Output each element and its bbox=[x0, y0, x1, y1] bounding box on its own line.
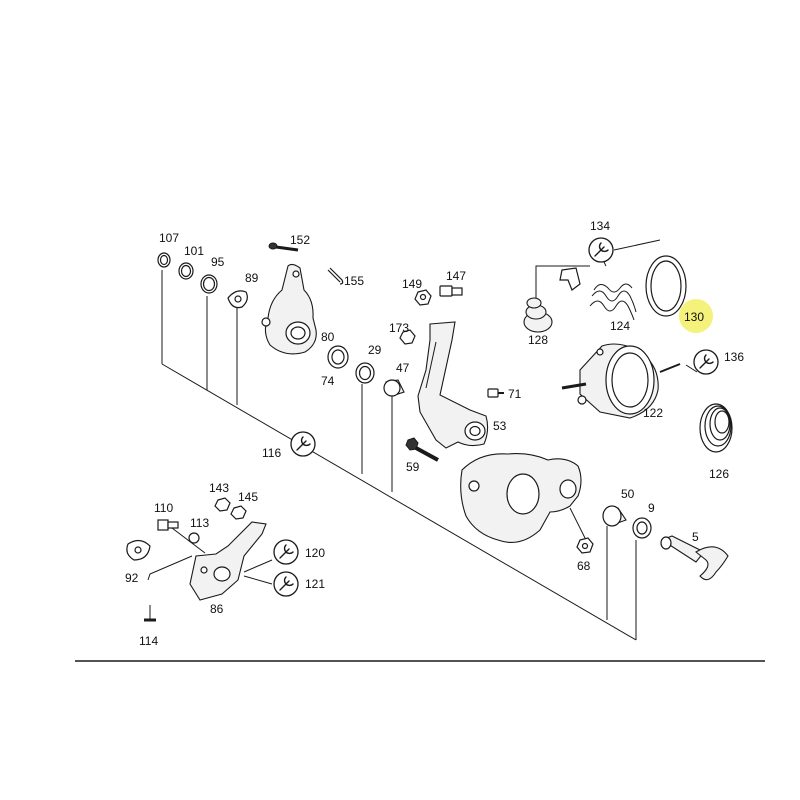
label-143[interactable]: 143 bbox=[209, 481, 229, 495]
wrench-icon bbox=[588, 237, 614, 263]
label-80[interactable]: 80 bbox=[321, 330, 335, 344]
label-147[interactable]: 147 bbox=[446, 269, 466, 283]
part-152-bolt bbox=[268, 242, 299, 252]
part-101-ring bbox=[178, 262, 194, 280]
label-9[interactable]: 9 bbox=[648, 501, 655, 515]
part-113-washer bbox=[188, 532, 200, 544]
label-136[interactable]: 136 bbox=[724, 350, 744, 364]
part-110-bolt bbox=[157, 519, 179, 531]
label-59[interactable]: 59 bbox=[406, 460, 420, 474]
label-53[interactable]: 53 bbox=[493, 419, 507, 433]
part-107-oring bbox=[157, 252, 171, 268]
label-134[interactable]: 134 bbox=[590, 219, 610, 233]
part-59-bolt bbox=[405, 437, 439, 462]
part-9-seal bbox=[632, 517, 652, 539]
part-86-lever bbox=[189, 521, 267, 601]
label-173[interactable]: 173 bbox=[389, 321, 409, 335]
part-74-washer bbox=[327, 345, 349, 369]
wrench-icon bbox=[273, 571, 299, 597]
label-128[interactable]: 128 bbox=[528, 333, 548, 347]
part-124-spring bbox=[589, 283, 637, 321]
part-80-slack-adjuster bbox=[261, 263, 317, 355]
part-155-cotter-pin bbox=[327, 267, 344, 285]
part-housing-casting bbox=[460, 453, 582, 543]
label-29[interactable]: 29 bbox=[368, 343, 382, 357]
wrench-icon bbox=[273, 539, 299, 565]
part-145-nut bbox=[230, 505, 247, 520]
wrench-icon bbox=[693, 349, 719, 375]
part-173-nut bbox=[399, 329, 416, 345]
part-50-bushing bbox=[602, 505, 627, 527]
part-149-nut bbox=[414, 289, 432, 306]
label-107[interactable]: 107 bbox=[159, 231, 179, 245]
label-95[interactable]: 95 bbox=[211, 255, 225, 269]
label-68[interactable]: 68 bbox=[577, 559, 591, 573]
label-149[interactable]: 149 bbox=[402, 277, 422, 291]
part-143-nut bbox=[214, 497, 231, 512]
label-110[interactable]: 110 bbox=[154, 501, 173, 515]
part-122-brake-chamber bbox=[561, 343, 681, 419]
label-124[interactable]: 124 bbox=[610, 319, 630, 333]
label-74[interactable]: 74 bbox=[321, 374, 335, 388]
part-labels: 107 101 95 89 152 155 149 147 173 80 74 … bbox=[125, 219, 744, 648]
label-50[interactable]: 50 bbox=[621, 487, 635, 501]
label-89[interactable]: 89 bbox=[245, 271, 259, 285]
part-95-ring bbox=[200, 274, 218, 294]
label-120[interactable]: 120 bbox=[305, 546, 325, 560]
label-152[interactable]: 152 bbox=[290, 233, 310, 247]
part-47-bushing bbox=[383, 379, 405, 397]
part-134-elbow-fitting bbox=[559, 267, 581, 291]
assembly-lines bbox=[147, 239, 698, 641]
part-29-bushing bbox=[355, 362, 375, 384]
label-116[interactable]: 116 bbox=[262, 446, 281, 460]
part-5-camshaft bbox=[660, 535, 729, 581]
label-113[interactable]: 113 bbox=[190, 516, 209, 530]
label-121[interactable]: 121 bbox=[305, 577, 325, 591]
wrench-icon bbox=[290, 431, 316, 457]
label-114[interactable]: 114 bbox=[139, 634, 158, 648]
part-68-nut bbox=[576, 537, 594, 554]
part-126-diaphragm-boot bbox=[699, 403, 733, 453]
label-71[interactable]: 71 bbox=[508, 387, 522, 401]
label-86[interactable]: 86 bbox=[210, 602, 224, 616]
highlight-marker bbox=[679, 299, 713, 333]
label-145[interactable]: 145 bbox=[238, 490, 258, 504]
label-101[interactable]: 101 bbox=[184, 244, 204, 258]
part-71-grease-nipple bbox=[487, 388, 504, 398]
label-130[interactable]: 130 bbox=[684, 310, 704, 324]
label-5[interactable]: 5 bbox=[692, 530, 699, 544]
part-128-boot bbox=[523, 297, 553, 333]
label-155[interactable]: 155 bbox=[344, 274, 364, 288]
part-92-gasket bbox=[126, 539, 151, 561]
part-89-seal bbox=[227, 290, 248, 309]
part-147-bolt bbox=[439, 285, 463, 297]
label-92[interactable]: 92 bbox=[125, 571, 139, 585]
part-53-bracket bbox=[417, 321, 489, 449]
label-47[interactable]: 47 bbox=[396, 361, 410, 375]
label-122[interactable]: 122 bbox=[643, 406, 663, 420]
label-126[interactable]: 126 bbox=[709, 467, 729, 481]
part-130-clamp-ring bbox=[645, 255, 687, 317]
